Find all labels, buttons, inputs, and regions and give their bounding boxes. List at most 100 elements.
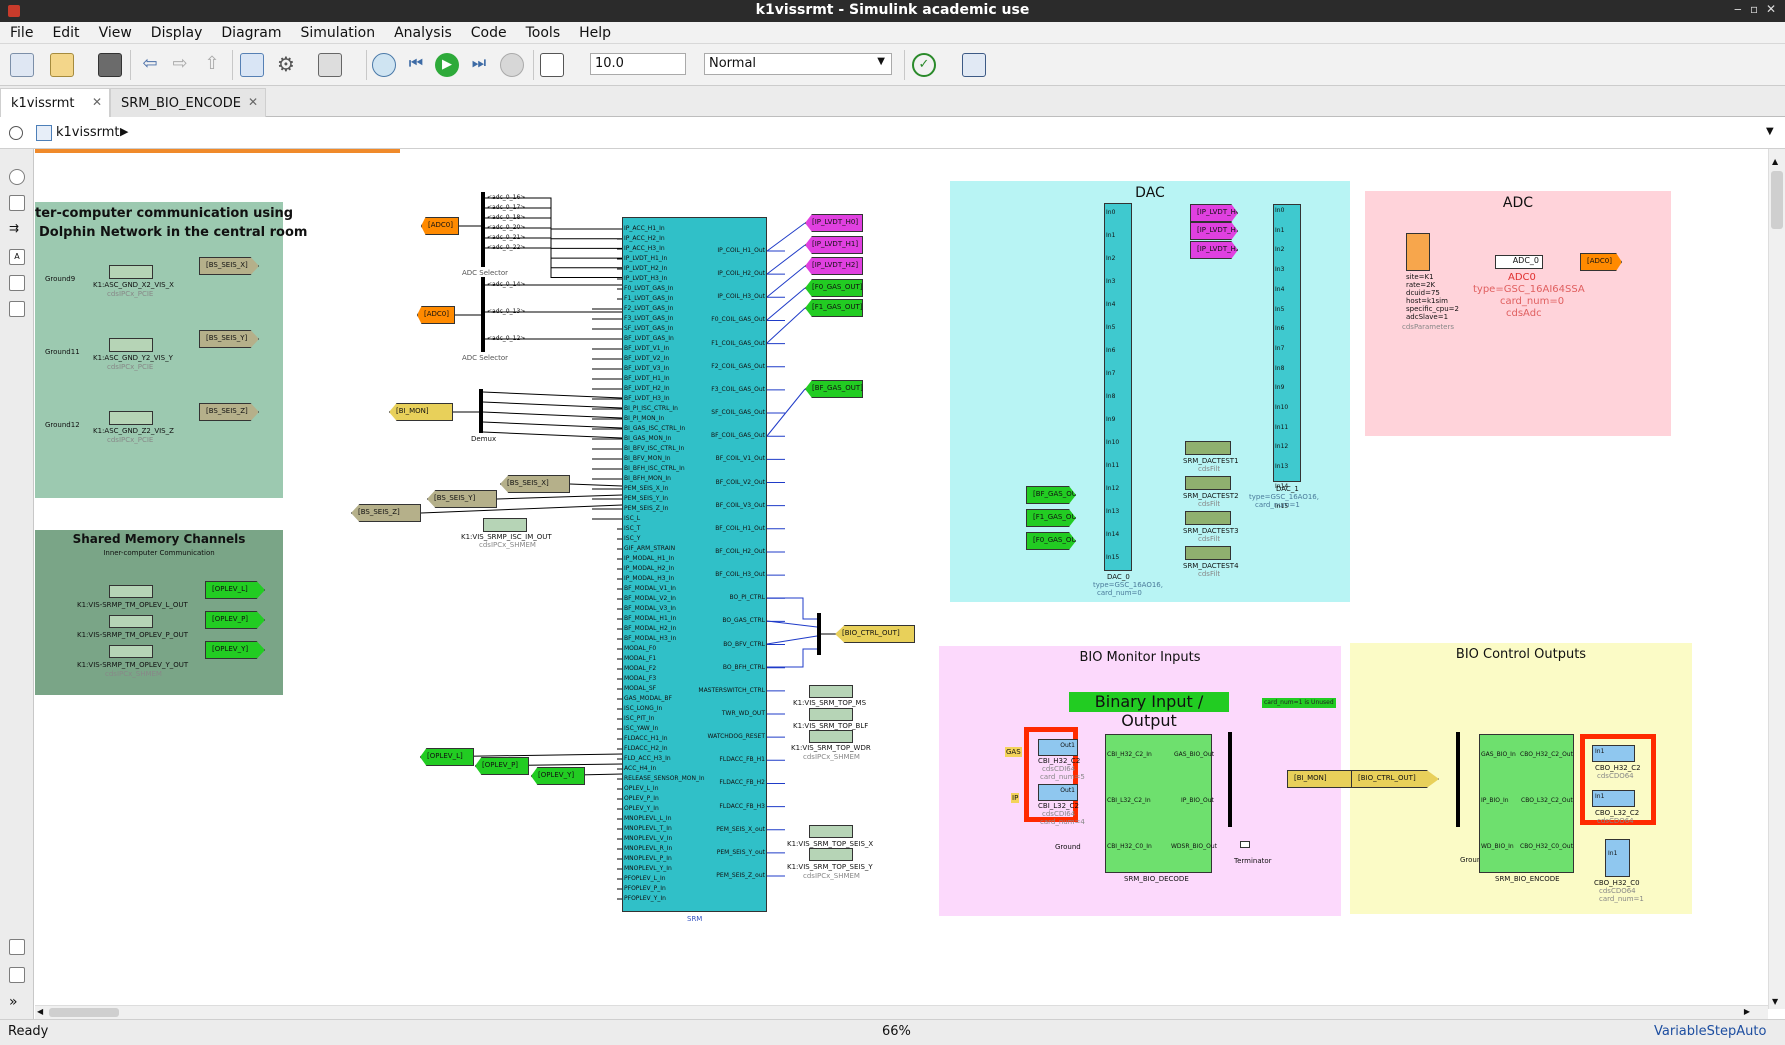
bio-ctrl-demux[interactable] [1456, 732, 1460, 827]
annotation-icon[interactable]: A [9, 249, 25, 265]
area-icon[interactable] [9, 301, 25, 317]
scroll-down-icon[interactable]: ▼ [1772, 997, 1779, 1006]
demux-block[interactable] [479, 389, 483, 433]
step-back-icon[interactable]: ⏮ [408, 53, 424, 72]
menu-file[interactable]: File [10, 25, 34, 41]
goto-bi-mon[interactable]: [BI_MON] [1287, 770, 1367, 788]
from-bio-ctrl-out[interactable]: [BIO_CTRL_OUT] [1351, 770, 1439, 788]
library-browser-icon[interactable] [240, 53, 264, 77]
stop-time-input[interactable]: 10.0 [590, 53, 686, 75]
minimize-button[interactable]: ‒ [1734, 2, 1742, 16]
top-ms-block[interactable] [809, 685, 853, 698]
dac1-block[interactable] [1273, 204, 1301, 482]
goto-bf-gas-out[interactable]: [BF_GAS_OUT] [805, 380, 863, 398]
cds-parameters-block[interactable] [1406, 233, 1430, 271]
from-adc0-1[interactable]: [ADC0] [421, 217, 459, 235]
goto-tag[interactable]: [OPLEV_L] [205, 581, 265, 599]
terminator-block[interactable] [1240, 841, 1250, 848]
adc-selector-2[interactable] [481, 277, 485, 352]
goto-f0-gas-out[interactable]: [F0_GAS_OUT] [805, 279, 863, 297]
tab-srm-bio-encode[interactable]: SRM_BIO_ENCODE✕ [110, 88, 266, 117]
dac-test-block[interactable] [1185, 546, 1231, 560]
ipc-block[interactable] [109, 265, 153, 279]
goto-ip-lvdt-h0[interactable]: [IP_LVDT_H0] [805, 214, 863, 232]
dac-from-ip-lvdt-h1[interactable]: [IP_LVDT_H1] [1190, 222, 1238, 240]
menu-tools[interactable]: Tools [525, 25, 561, 41]
from-oplev-y[interactable]: [OPLEV_Y] [531, 767, 585, 785]
top-wdr-block[interactable] [809, 730, 853, 743]
solver-link[interactable]: VariableStepAuto [1654, 1024, 1767, 1039]
goto-tag[interactable]: [BS_SEIS_X] [199, 257, 259, 275]
tab-k1vissrmt[interactable]: k1vissrmt✕ [0, 88, 110, 117]
menu-simulation[interactable]: Simulation [300, 25, 376, 41]
scroll-left-icon[interactable]: ◀ [37, 1007, 44, 1016]
menu-code[interactable]: Code [470, 25, 507, 41]
goto-adc0[interactable]: [ADC0] [1580, 253, 1622, 271]
adc0-block[interactable]: ADC_0 [1495, 255, 1543, 269]
shmem-block[interactable] [109, 615, 153, 628]
goto-tag[interactable]: [BS_SEIS_Y] [199, 330, 259, 348]
model-browser-icon[interactable] [9, 967, 25, 983]
vertical-scrollbar[interactable]: ▲ ▼ [1768, 149, 1785, 1009]
menu-help[interactable]: Help [579, 25, 612, 41]
goto-tag[interactable]: [BS_SEIS_Z] [199, 403, 259, 421]
fast-restart-icon[interactable] [372, 53, 396, 77]
scope-icon[interactable] [540, 53, 564, 77]
scroll-right-icon[interactable]: ▶ [1743, 1007, 1750, 1016]
save-icon[interactable] [98, 53, 122, 77]
menu-edit[interactable]: Edit [52, 25, 80, 41]
isc-ipc-block[interactable] [483, 518, 527, 532]
horizontal-scroll-thumb[interactable] [49, 1008, 119, 1017]
simulation-mode-select[interactable]: Normal▼ [704, 53, 892, 75]
dac-from-ip-lvdt-h0[interactable]: [IP_LVDT_H0] [1190, 204, 1238, 222]
dac-from-f1-gas[interactable]: [F1_GAS_OUT] [1026, 509, 1076, 527]
menu-display[interactable]: Display [150, 25, 203, 41]
top-blf-block[interactable] [809, 708, 853, 721]
settings-gear-icon[interactable]: ⚙ [277, 52, 295, 76]
stop-icon[interactable] [500, 53, 524, 77]
open-folder-icon[interactable] [50, 53, 74, 77]
run-icon[interactable]: ▶ [435, 53, 459, 77]
expand-icon[interactable]: » [9, 994, 18, 1010]
goto-tag[interactable]: [OPLEV_P] [205, 611, 265, 629]
from-bs-seis-z[interactable]: [BS_SEIS_Z] [351, 504, 421, 522]
breadcrumb-arrow-icon[interactable]: ▶ [120, 125, 129, 138]
dac-test-block[interactable] [1185, 476, 1231, 490]
close-window-button[interactable]: ✕ [1766, 2, 1777, 16]
breadcrumb-model[interactable]: k1vissrmt [56, 125, 120, 140]
from-adc0-2[interactable]: [ADC0] [417, 306, 455, 324]
bio-ctrl-mux[interactable] [817, 613, 821, 655]
dac-from-ip-lvdt-h2[interactable]: [IP_LVDT_H2] [1190, 241, 1238, 259]
from-oplev-p[interactable]: [OPLEV_P] [475, 757, 529, 775]
cbi-h32-c2-block[interactable]: Out1 [1038, 739, 1078, 756]
horizontal-scrollbar[interactable]: ◀ ▶ [35, 1005, 1768, 1019]
goto-tag[interactable]: [OPLEV_Y] [205, 641, 265, 659]
goto-bio-ctrl-out[interactable]: [BIO_CTRL_OUT] [835, 625, 915, 643]
seis-y-block[interactable] [809, 848, 853, 861]
from-oplev-l[interactable]: [OPLEV_L] [420, 748, 474, 766]
dac0-block[interactable] [1104, 203, 1132, 571]
fit-view-icon[interactable] [9, 195, 25, 211]
back-arrow-icon[interactable]: ⇦ [142, 53, 158, 74]
dac-from-f0-gas[interactable]: [F0_GAS_OUT] [1026, 532, 1076, 550]
breadcrumb-dropdown-icon[interactable]: ▼ [1766, 126, 1774, 137]
model-advisor-icon[interactable]: ✓ [912, 53, 936, 77]
vertical-scroll-thumb[interactable] [1771, 171, 1783, 229]
cbo-h32-c2-block[interactable]: In1 [1592, 745, 1635, 762]
from-bi-mon[interactable]: [BI_MON] [389, 403, 453, 421]
cbi-l32-c2-block[interactable]: Out1 [1038, 784, 1078, 801]
menu-analysis[interactable]: Analysis [394, 25, 452, 41]
close-tab-icon[interactable]: ✕ [247, 95, 258, 109]
srm-block[interactable] [622, 217, 767, 912]
goto-f1-gas-out[interactable]: [F1_GAS_OUT] [805, 299, 863, 317]
image-icon[interactable] [9, 275, 25, 291]
goto-ip-lvdt-h1[interactable]: [IP_LVDT_H1] [805, 236, 863, 254]
build-icon[interactable] [962, 53, 986, 77]
srm-bio-encode-block[interactable] [1479, 734, 1574, 873]
menu-diagram[interactable]: Diagram [221, 25, 282, 41]
adc-selector-1[interactable] [481, 192, 485, 267]
hide-browser-icon[interactable] [9, 126, 23, 140]
new-model-icon[interactable] [10, 53, 34, 77]
shmem-block[interactable] [109, 585, 153, 598]
restore-button[interactable]: ▫ [1750, 2, 1759, 16]
